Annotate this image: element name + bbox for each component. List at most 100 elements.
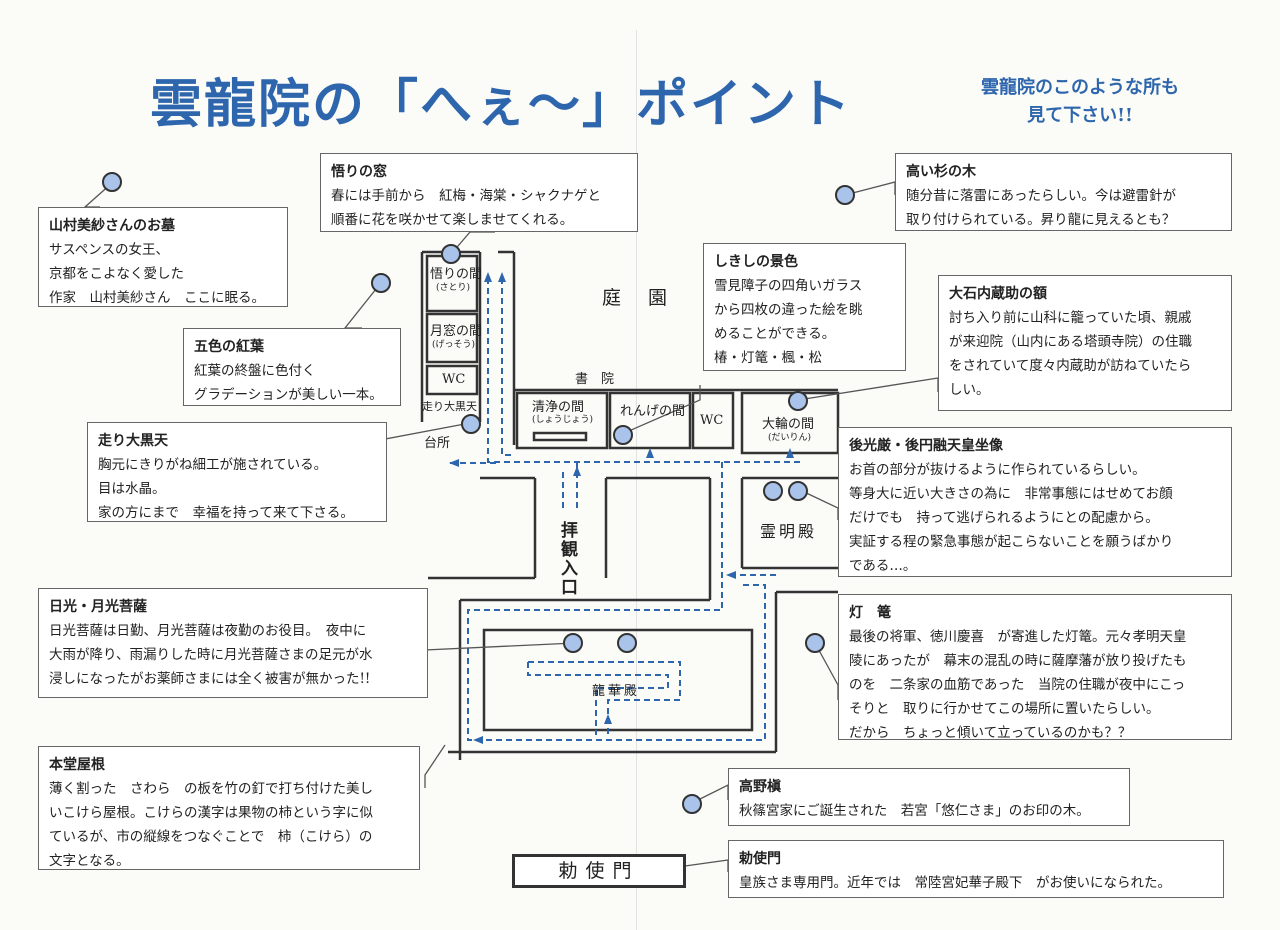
callout-line: そりと 取りに行かせてこの場所に置いたらしい。 — [849, 701, 1160, 717]
route-segment — [501, 278, 512, 456]
room-ryugeden — [482, 628, 754, 732]
callout-gokomyo-goenyu: 後光厳・後円融天皇坐像 お首の部分が抜けるように作られているらしい。 等身大に近… — [838, 427, 1232, 577]
map-label-getsuso-kana: (げっそう) — [432, 340, 476, 350]
arrow — [573, 466, 581, 476]
callout-line: ているが、市の縦線をつなぐことで 柿（こけら）の — [49, 829, 373, 845]
marker-oishi-gaku[interactable] — [788, 391, 808, 411]
marker-tall-cedar[interactable] — [835, 185, 855, 205]
callout-nikko-gakko: 日光・月光菩薩 日光菩薩は日勤、月光菩薩は夜勤のお役目。 夜中に 大雨が降り、雨… — [38, 588, 428, 698]
marker-koyamaki[interactable] — [682, 794, 702, 814]
callout-line: しい。 — [949, 382, 990, 398]
marker-nikko[interactable] — [563, 633, 583, 653]
callout-heading: 後光厳・後円融天皇坐像 — [849, 438, 1003, 454]
callout-line: のを 二条家の血筋であった 当院の住職が夜中にこっ — [849, 677, 1186, 693]
map-label-seijo-kana: (しょうじょう) — [532, 415, 594, 425]
callout-line: 春には手前から 紅梅・海棠・シャクナゲと — [331, 188, 601, 204]
callout-line: 実証する程の緊急事態が起こらないことを願うばかり — [849, 534, 1174, 550]
arrow — [646, 448, 654, 458]
callout-heading: 五色の紅葉 — [194, 339, 264, 355]
callout-yamamura-grave: 山村美紗さんのお墓 サスペンスの女王、 京都をこよなく愛した 作家 山村美紗さん… — [38, 207, 288, 307]
callout-line: 陵にあったが 幕末の混乱の時に薩摩藩が放り投げたも — [849, 653, 1187, 669]
callout-line: 椿・灯篭・楓・松 — [714, 350, 822, 366]
map-label-satori-kana: (さとり) — [436, 283, 471, 293]
map-label-shoin: 書 院 — [575, 372, 615, 387]
chokushimon-gate-label: 勅使門 — [512, 854, 686, 888]
callout-goshiki-momiji: 五色の紅葉 紅葉の終盤に色付く グラデーションが美しい一本。 — [183, 328, 401, 406]
callout-line: 秋篠宮家にご誕生された 若宮「悠仁さま」のお印の木。 — [739, 803, 1090, 819]
callout-heading: 走り大黒天 — [98, 433, 168, 449]
marker-hashiri-daikokuten[interactable] — [461, 414, 481, 434]
marker-goenyu[interactable] — [788, 481, 808, 501]
marker-gokomyo[interactable] — [763, 481, 783, 501]
callout-heading: 山村美紗さんのお墓 — [49, 218, 175, 234]
callout-line: である…。 — [849, 558, 917, 574]
callout-line: サスペンスの女王、 — [49, 242, 170, 258]
marker-gakko[interactable] — [617, 633, 637, 653]
marker-toro[interactable] — [805, 633, 825, 653]
room-seijo — [515, 391, 609, 450]
callout-heading: 灯 篭 — [849, 605, 891, 621]
callout-line: 随分昔に落雷にあったらしい。今は避雷針が — [906, 188, 1176, 204]
callout-line: 作家 山村美紗さん ここに眠る。 — [49, 290, 265, 306]
callout-line: いこけら屋根。こけらの漢字は果物の柿という字に似 — [49, 805, 373, 821]
callout-line: から四枚の違った絵を眺 — [714, 302, 863, 318]
callout-koyamaki: 高野槇 秋篠宮家にご誕生された 若宮「悠仁さま」のお印の木。 — [728, 768, 1130, 826]
callout-line: 紅葉の終盤に色付く — [194, 363, 316, 379]
callout-line: 等身大に近い大きさの為に 非常事態にはせめてお顔 — [849, 486, 1173, 502]
callout-shikishi-view: しきしの景色 雪見障子の四角いガラス から四枚の違った絵を眺 めることができる。… — [703, 243, 906, 371]
marker-satori-window[interactable] — [441, 244, 461, 264]
callout-line: 最後の将軍、徳川慶喜 が寄進した灯篭。元々孝明天皇 — [849, 629, 1187, 645]
arrow — [484, 272, 492, 282]
callout-line: だから ちょっと傾いて立っているのかも？？ — [849, 725, 1132, 741]
room-wc2 — [691, 391, 735, 450]
callout-toro: 灯 篭 最後の将軍、徳川慶喜 が寄進した灯篭。元々孝明天皇 陵にあったが 幕末の… — [838, 594, 1232, 741]
callout-heading: 日光・月光菩薩 — [49, 599, 147, 615]
callout-line: だけでも 持って逃げられるようにとの配慮から。 — [849, 510, 1159, 526]
callout-line: 浸しになったがお薬師さまには全く被害が無かった!! — [49, 671, 371, 687]
map-label-wc1: WC — [442, 372, 466, 387]
callout-line: 雪見障子の四角いガラス — [714, 278, 863, 294]
callout-heading: 勅使門 — [739, 851, 781, 867]
marker-yamamura-grave[interactable] — [102, 172, 122, 192]
page-subtitle: 雲龍院のこのような所も 見て下さい!! — [940, 74, 1220, 130]
callout-chokushimon: 勅使門 皇族さま専用門。近年では 常陸宮妃華子殿下 がお使いになられた。 — [728, 840, 1224, 898]
callout-line: が来迎院（山内にある塔頭寺院）の住職 — [949, 334, 1192, 350]
callout-oishi-gaku: 大石内蔵助の額 討ち入り前に山科に籠っていた頃、親戚 が来迎院（山内にある塔頭寺… — [938, 275, 1232, 411]
map-label-reimeiden: 霊明殿 — [760, 522, 818, 541]
route-segment — [528, 661, 681, 735]
callout-line: 薄く割った さわら の板を竹の釘で打ち付けた美し — [49, 781, 373, 797]
subtitle-line: 見て下さい!! — [1027, 105, 1133, 126]
callout-heading: 高い杉の木 — [906, 164, 976, 180]
map-label-satori: 悟りの間 — [430, 267, 483, 282]
subtitle-line: 雲龍院のこのような所も — [981, 77, 1179, 98]
marker-shikishi-view[interactable] — [613, 425, 633, 445]
callout-line: 討ち入り前に山科に籠っていた頃、親戚 — [949, 310, 1192, 326]
callout-line: 目は水晶。 — [98, 481, 166, 497]
callout-line: 文字となる。 — [49, 853, 130, 869]
callout-hashiri-daikokuten: 走り大黒天 胸元にきりがね細工が施されている。 目は水晶。 家の方にまで 幸福を… — [87, 422, 387, 522]
callout-satori-window: 悟りの窓 春には手前から 紅梅・海棠・シャクナゲと 順番に花を咲かせて楽しませて… — [320, 153, 638, 232]
tour-route — [450, 278, 800, 741]
callout-line: 取り付けられている。昇り龍に見えるとも？ — [906, 212, 1176, 228]
map-label-wc2: WC — [700, 413, 724, 428]
arrow — [449, 459, 459, 467]
map-label-ryugeden: 龍華殿 — [592, 684, 641, 699]
callout-heading: しきしの景色 — [714, 254, 798, 270]
arrow — [726, 571, 736, 579]
arrow — [786, 448, 794, 458]
map-label-seijo: 清浄の間 — [532, 400, 585, 415]
callout-line: 胸元にきりがね細工が施されている。 — [98, 457, 328, 473]
callout-line: をされていて度々内蔵助が訪ねていたら — [949, 358, 1192, 374]
callout-line: 順番に花を咲かせて楽しませてくれる。 — [331, 212, 574, 228]
callout-heading: 高野槇 — [739, 779, 781, 795]
marker-goshiki-momiji[interactable] — [371, 273, 391, 293]
room-wc1 — [425, 364, 479, 396]
callout-line: 日光菩薩は日勤、月光菩薩は夜勤のお役目。 夜中に — [49, 623, 367, 639]
callout-line: お首の部分が抜けるように作られているらしい。 — [849, 462, 1146, 478]
callout-tall-cedar: 高い杉の木 随分昔に落雷にあったらしい。今は避雷針が 取り付けられている。昇り龍… — [895, 153, 1232, 231]
altar-box — [532, 431, 588, 442]
map-label-dairin-kana: (だいりん) — [768, 433, 812, 443]
arrow — [604, 714, 612, 724]
route-segment — [527, 662, 669, 735]
callout-line: 皇族さま専用門。近年では 常陸宮妃華子殿下 がお使いになられた。 — [739, 875, 1171, 891]
